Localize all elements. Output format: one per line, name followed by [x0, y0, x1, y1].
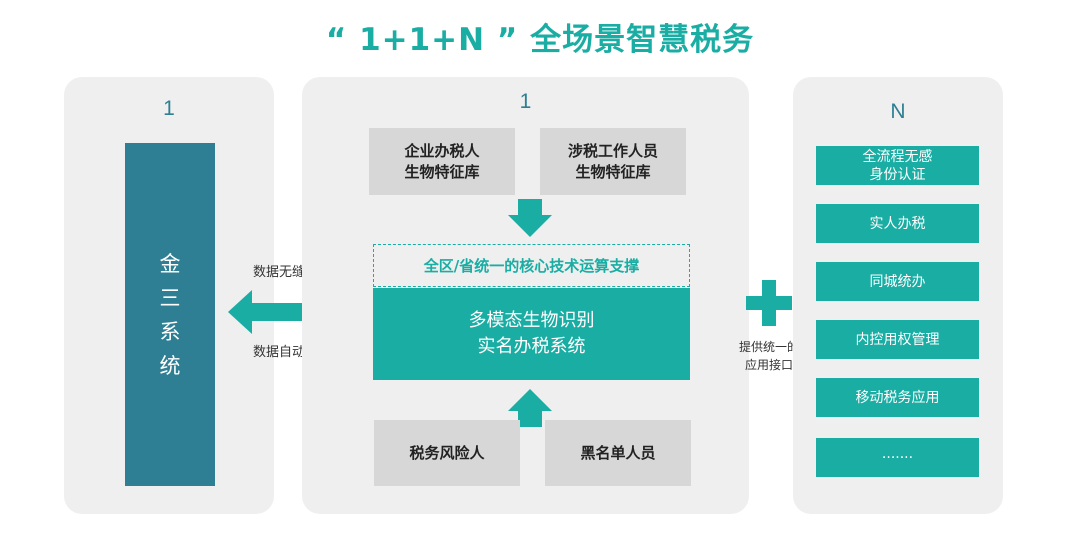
tax-risk-person-box: 税务风险人: [374, 420, 520, 486]
item-line: 全流程无感: [862, 148, 933, 165]
core-support-label: 全区/省统一的核心技术运算支撑: [423, 257, 640, 275]
core-support-frame: [373, 244, 690, 287]
enterprise-biometric-db: 企业办税人 生物特征库: [369, 128, 515, 195]
arrow-up-icon: [508, 389, 552, 427]
jinsan-system-bar: 金 三 系 统: [125, 143, 215, 486]
api-label-line: 应用接口: [744, 358, 793, 372]
left-panel-number: 1: [163, 97, 175, 120]
double-arrow-icon: [228, 290, 354, 334]
api-label-line: 提供统一的: [738, 340, 799, 354]
right-item: 内控用权管理: [816, 320, 979, 359]
staff-biometric-db: 涉税工作人员 生物特征库: [540, 128, 686, 195]
jinsan-char: 三: [159, 285, 181, 310]
box-line: 生物特征库: [575, 162, 651, 181]
unified-api-label: 提供统一的 应用接口: [718, 338, 820, 374]
right-item: 同城统办: [816, 262, 979, 301]
right-item: 移动税务应用: [816, 378, 979, 417]
box-line: 生物特征库: [404, 162, 480, 181]
arrow-down-icon: [508, 199, 552, 237]
box-line: 企业办税人: [404, 141, 480, 160]
plus-icon: [746, 280, 792, 326]
biometric-tax-system: 多模态生物识别 实名办税系统: [373, 288, 690, 380]
core-line: 多模态生物识别: [468, 310, 595, 331]
core-line: 实名办税系统: [477, 336, 586, 357]
jinsan-char: 统: [159, 353, 181, 378]
item-line: 身份认证: [869, 166, 926, 183]
box-line: 涉税工作人员: [567, 141, 658, 160]
page-title: “ 1+1+N ” 全场景智慧税务: [325, 22, 755, 58]
jinsan-char: 金: [159, 251, 181, 276]
right-panel-number: N: [890, 100, 906, 123]
blacklist-person-box: 黑名单人员: [545, 420, 691, 486]
jinsan-char: 系: [159, 319, 181, 344]
right-item: ·······: [816, 438, 979, 477]
center-panel-number: 1: [519, 90, 532, 113]
right-item: 全流程无感 身份认证: [816, 146, 979, 185]
right-item: 实人办税: [816, 204, 979, 243]
